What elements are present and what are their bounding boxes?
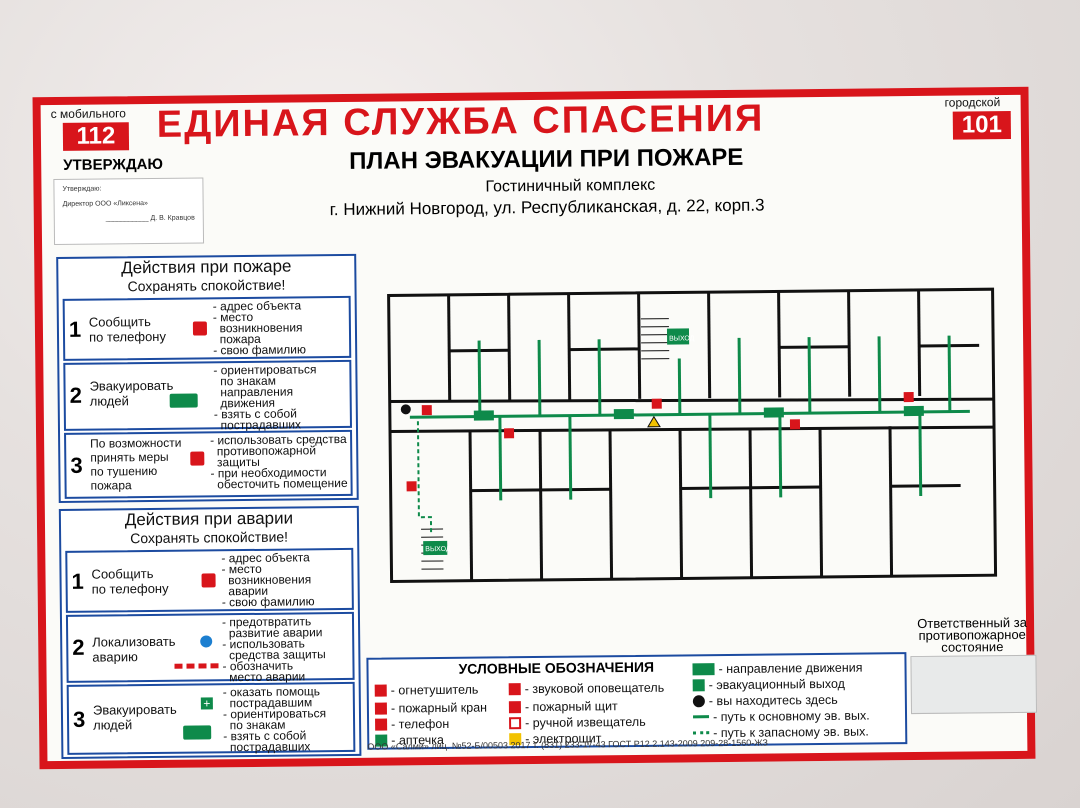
accident-step-2-text: Локализовать aварию: [92, 633, 176, 665]
extinguisher-icon: [421, 405, 432, 416]
fire-step-1-list: - адрес объекта - место возникновения по…: [212, 298, 307, 358]
legend-phone: - телефон: [375, 717, 449, 732]
plan-subtitle: Гостиничный комплекс: [485, 176, 656, 196]
direction-arrow-icon: [692, 663, 715, 676]
fire-step-2-text: Эвакуировать людей: [89, 377, 174, 409]
fire-step-3-list: - использовать средства противопожарной …: [210, 431, 348, 492]
accident-step-3-number: 3: [72, 706, 86, 732]
plan-address: г. Нижний Новгород, ул. Республиканская,…: [329, 195, 765, 220]
accident-step-1-text: Сообщить по телефону: [91, 565, 169, 597]
protective-gear-icon: [200, 635, 213, 648]
accident-step-3-text: Эвакуировать людей: [92, 701, 177, 733]
first-aid-icon: +: [200, 696, 213, 710]
legend-main-route: - путь к основному эв. вых.: [693, 709, 870, 725]
fire-actions-panel: Действия при пожаре Сохранять спокойстви…: [56, 253, 359, 503]
legend-emergency-exit: - эвакуационный выход: [692, 677, 845, 693]
extinguisher-icon: [903, 392, 914, 403]
main-title: ЕДИНАЯ СЛУЖБА СПАСЕНИЯ: [156, 97, 765, 146]
plan-walls: [387, 287, 998, 584]
phone-icon: [375, 718, 388, 731]
exit-label-bottom: ВЫХОД: [425, 546, 451, 553]
manual-call-point-icon: [406, 481, 417, 492]
fire-step-1-number: 1: [68, 316, 82, 342]
direction-arrow-icon: [473, 410, 494, 421]
floor-plan: ВЫХОД ВЫХОД: [387, 287, 998, 584]
accident-step-3-list: - оказать помощь пострадавшим - ориентир…: [222, 684, 327, 755]
emergency-exit-icon: [169, 393, 198, 408]
mobile-label: с мобильного: [50, 106, 126, 122]
manual-call-point-icon: [509, 717, 522, 730]
fire-cabinet-icon: [508, 701, 521, 714]
direction-arrow-icon: [903, 405, 924, 417]
legend-alarm-sounder: - звуковой оповещатель: [508, 681, 664, 697]
evacuation-plan-board: с мобильного 112 ЕДИНАЯ СЛУЖБА СПАСЕНИЯ …: [32, 86, 1038, 770]
exit-label-top: ВЫХОД: [669, 335, 695, 342]
exit-sign-top: [666, 328, 690, 345]
direction-arrow-icon: [763, 407, 784, 418]
fire-step-3-text: По возможности принять меры по тушению п…: [90, 435, 182, 493]
legend-fire-hydrant: - пожарный кран: [374, 701, 487, 716]
accident-actions-panel: Действия при аварии Сохранять спокойстви…: [58, 505, 362, 759]
accident-actions-subtitle: Сохранять спокойствие!: [130, 528, 289, 547]
legend-manual-call-point: - ручной извещатель: [509, 715, 646, 730]
spare-route: [416, 421, 433, 534]
accident-step-2: 2 Локализовать aварию - предотвратить ра…: [65, 611, 355, 685]
plan-stairs: [421, 318, 670, 570]
accident-step-1: 1 Сообщить по телефону - адрес объекта -…: [65, 547, 354, 613]
exit-sign-bottom: [423, 540, 448, 556]
alarm-sounder-icon: [508, 683, 521, 696]
direction-arrow-icon: [613, 408, 634, 420]
approve-line-1: Утверждаю:: [62, 185, 102, 193]
extinguisher-icon: [374, 684, 387, 697]
accident-step-2-list: - предотвратить развитие аварии - исполь…: [221, 614, 326, 685]
main-route-icon: [693, 715, 710, 719]
fire-step-2: 2 Эвакуировать людей - ориентироваться п…: [63, 359, 352, 433]
spare-route-icon: [693, 731, 710, 735]
accident-step-3: 3 Эвакуировать людей + - оказать помощь …: [66, 681, 356, 755]
approve-card: Утверждаю: Директор ООО «Ликсена» ______…: [53, 177, 205, 246]
extinguisher-icon: [651, 398, 662, 409]
accident-step-1-number: 1: [71, 568, 84, 594]
electrical-panel-icon: [647, 415, 661, 428]
responsible-text: Ответственный за противопожарное состоян…: [917, 614, 1027, 655]
phone-icon: [201, 573, 216, 588]
fire-step-2-list: - ориентироваться по знакам направления …: [213, 362, 317, 433]
legend-you-are-here: - вы находитесь здесь: [692, 693, 838, 709]
city-label: городской: [944, 95, 1001, 110]
approve-line-2: Директор ООО «Ликсена»: [62, 200, 148, 208]
legend-extinguisher: - огнетушитель: [374, 683, 478, 698]
emergency-exit-icon: [183, 725, 212, 740]
approve-line-3: ___________ Д. В. Кравцов: [105, 214, 195, 223]
phone-icon: [192, 321, 208, 336]
mobile-number: 112: [62, 122, 130, 151]
fire-hydrant-icon: [190, 451, 205, 466]
emergency-exit-icon: [692, 679, 705, 692]
fire-step-3-number: 3: [70, 452, 83, 478]
you-are-here-icon: [400, 404, 411, 415]
legend-panel: УСЛОВНЫЕ ОБОЗНАЧЕНИЯ - огнетушитель - по…: [366, 652, 908, 750]
you-are-here-icon: [692, 695, 705, 708]
fire-hydrant-icon: [504, 428, 515, 439]
fire-step-2-number: 2: [69, 382, 83, 408]
legend-title: УСЛОВНЫЕ ОБОЗНАЧЕНИЯ: [458, 658, 655, 677]
accident-step-1-list: - адрес объекта - место возникновения ав…: [221, 550, 315, 610]
accident-step-2-number: 2: [72, 634, 85, 660]
city-number: 101: [952, 110, 1011, 140]
fire-hydrant-icon: [789, 419, 801, 430]
approve-label: УТВЕРЖДАЮ: [63, 155, 163, 174]
fire-step-1: 1 Сообщить по телефону - адрес объекта -…: [62, 295, 352, 361]
fire-step-3: 3 По возможности принять меры по тушению…: [64, 429, 353, 499]
responsible-signature-box: [910, 654, 1038, 715]
fire-hydrant-icon: [374, 702, 387, 715]
plan-title: ПЛАН ЭВАКУАЦИИ ПРИ ПОЖАРЕ: [349, 143, 744, 175]
hazard-stripe-icon: [174, 663, 223, 669]
fire-actions-subtitle: Сохранять спокойствие!: [127, 276, 286, 295]
main-route: [409, 335, 970, 501]
legend-fire-cabinet: - пожарный щит: [508, 699, 618, 714]
legend-direction-arrow: - направление движения: [692, 661, 863, 677]
fire-step-1-text: Сообщить по телефону: [88, 314, 167, 345]
